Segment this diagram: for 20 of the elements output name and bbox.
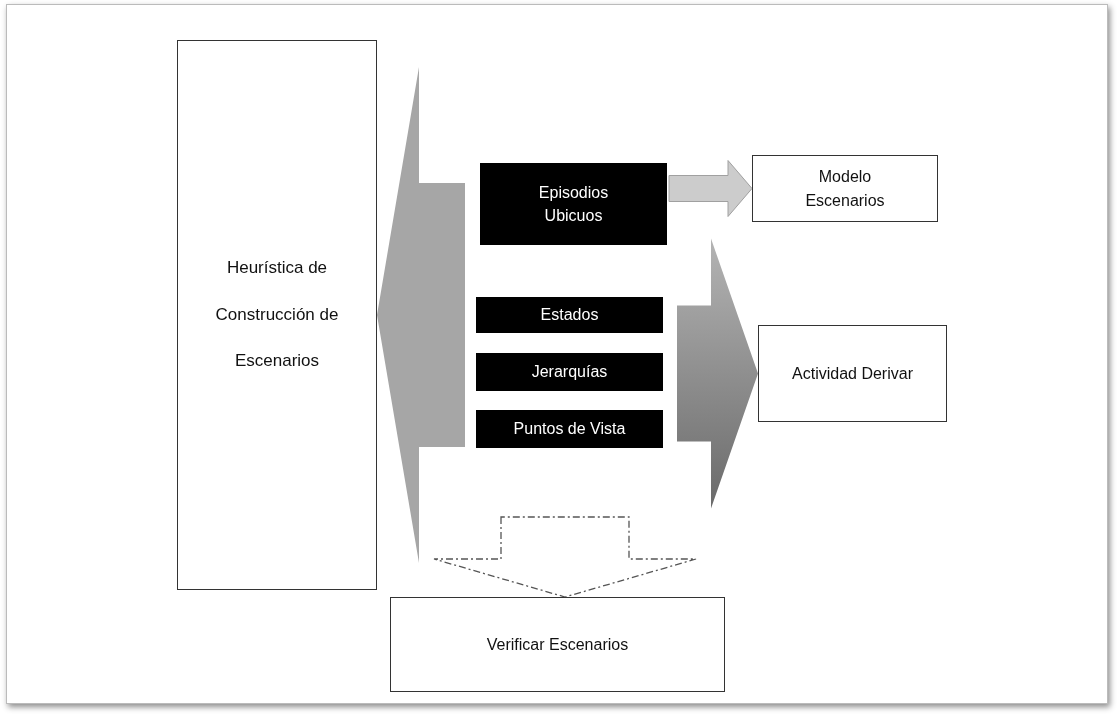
node-label: Estados (540, 305, 599, 326)
process-box (390, 597, 725, 692)
node-label: Actividad Derivar (792, 363, 913, 384)
block-arrow (433, 516, 697, 598)
node-label: Jerarquías (531, 362, 608, 383)
process-box (758, 325, 947, 422)
node-label: Modelo Escenarios (804, 167, 886, 211)
node-label: Heurística de Construcción de Escenarios (214, 256, 340, 373)
label-box (476, 353, 663, 391)
label-box (476, 297, 663, 333)
node-label: Puntos de Vista (513, 419, 626, 440)
node-label: Episodios Ubicuos (537, 182, 610, 226)
block-arrow (377, 67, 465, 563)
block-arrow (668, 160, 753, 217)
node-label: Verificar Escenarios (486, 634, 629, 655)
label-box (476, 410, 663, 448)
block-arrow (677, 238, 758, 509)
label-box (480, 163, 667, 245)
process-box (752, 155, 938, 222)
process-box (177, 40, 377, 590)
